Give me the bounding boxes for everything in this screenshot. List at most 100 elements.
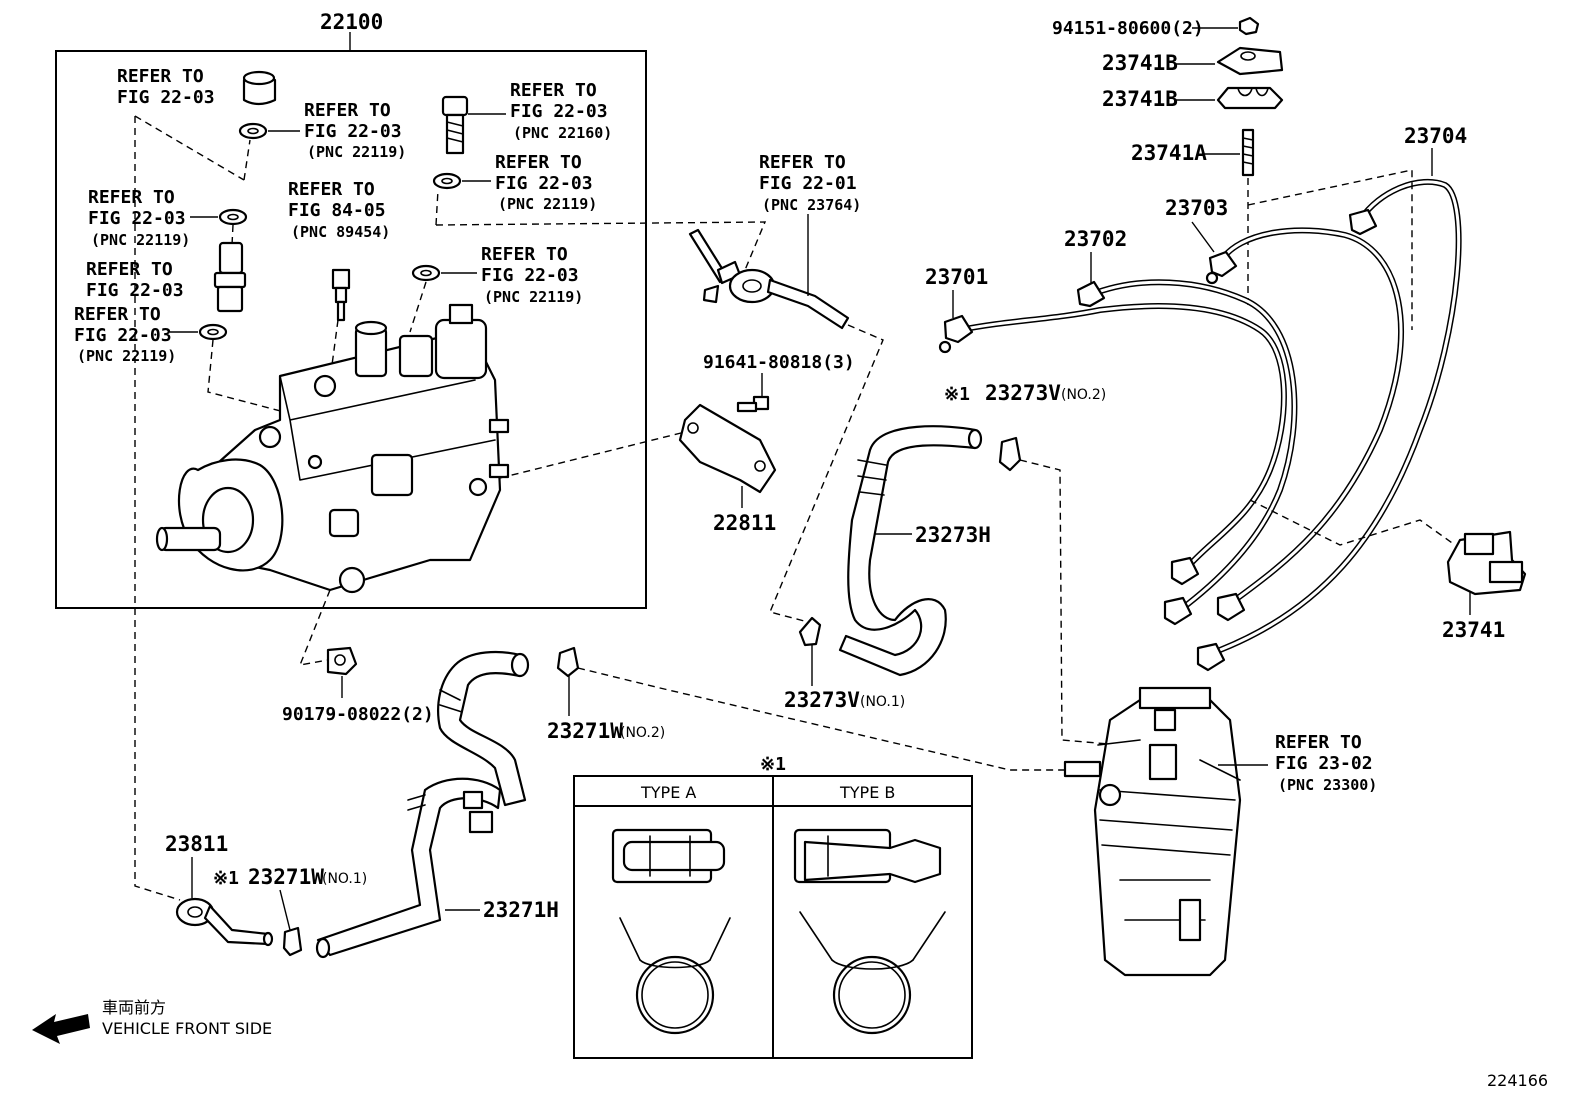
svg-text:※1: ※1 <box>944 384 970 405</box>
svg-text:(NO.2): (NO.2) <box>1061 387 1106 403</box>
refer-note-9: REFER TO FIG 22-03 (PNC 22119) <box>74 304 176 365</box>
part-label-23271w-no1: ※1 23271W (NO.1) <box>213 865 367 889</box>
refer-note-6: REFER TO FIG 22-03 (PNC 22119) <box>88 187 190 249</box>
part-label-23703: 23703 <box>1165 196 1228 220</box>
pump-group-box <box>55 50 647 609</box>
svg-text:(PNC 89454): (PNC 89454) <box>291 223 390 241</box>
svg-text:REFER TO: REFER TO <box>481 244 568 265</box>
hose-clip-23273v-no1-icon <box>798 616 822 647</box>
clip-type-b-icon <box>793 828 946 1035</box>
svg-text:23273V: 23273V <box>985 381 1061 405</box>
bracket-icon <box>678 403 777 494</box>
clip-table-title: ※1 <box>760 754 786 775</box>
part-label-23704: 23704 <box>1404 124 1467 148</box>
hose-clip-23273v-no2-icon <box>998 436 1022 472</box>
svg-text:(NO.2): (NO.2) <box>620 725 665 741</box>
hose-clip-23271w-no1-icon <box>282 926 303 957</box>
valve-icon <box>213 241 247 313</box>
clip-type-b-header: TYPE B <box>839 783 895 802</box>
part-label-90179: 90179-08022(2) <box>282 704 434 725</box>
clip-type-table <box>573 775 973 1059</box>
svg-text:REFER TO: REFER TO <box>117 66 204 87</box>
svg-text:(PNC 23764): (PNC 23764) <box>762 196 861 214</box>
clamp-upper-icon <box>1216 46 1284 76</box>
refer-note-1: REFER TO FIG 22-03 <box>117 66 215 108</box>
svg-text:REFER TO: REFER TO <box>510 80 597 101</box>
part-label-23273v-no1: 23273V (NO.1) <box>784 688 905 712</box>
svg-text:REFER TO: REFER TO <box>1275 732 1362 753</box>
bolt-icon <box>736 395 770 413</box>
clamp-lower-icon <box>1216 86 1284 110</box>
svg-text:REFER TO: REFER TO <box>288 179 375 200</box>
union-bolt-icon <box>441 95 469 155</box>
refer-note-11: REFER TO FIG 23-02 (PNC 23300) <box>1275 732 1377 794</box>
svg-text:FIG 84-05: FIG 84-05 <box>288 200 386 221</box>
overflow-pipe-icon <box>688 228 850 330</box>
hose-clip-23271w-no2-icon <box>556 646 580 678</box>
hose-23271h-icon <box>315 650 530 959</box>
hose-23273h-icon <box>838 425 983 677</box>
part-label-23741B-upper: 23741B <box>1102 51 1178 75</box>
part-label-22811: 22811 <box>713 511 776 535</box>
part-label-23273H: 23273H <box>915 523 991 547</box>
fuel-filter-icon <box>1063 686 1242 977</box>
part-label-23741B-lower: 23741B <box>1102 87 1178 111</box>
pipe-clamp-icon <box>1446 530 1527 596</box>
refer-note-5: REFER TO FIG 84-05 (PNC 89454) <box>288 179 390 241</box>
svg-text:(PNC 22119): (PNC 22119) <box>498 195 597 213</box>
injection-pump-icon <box>155 303 510 594</box>
svg-text:FIG 22-03: FIG 22-03 <box>495 173 593 194</box>
svg-text:(PNC 22119): (PNC 22119) <box>77 347 176 365</box>
part-label-23702: 23702 <box>1064 227 1127 251</box>
svg-text:FIG 22-03: FIG 22-03 <box>304 121 402 142</box>
svg-text:(PNC 22160): (PNC 22160) <box>513 124 612 142</box>
stud-icon <box>1241 128 1255 177</box>
svg-text:FIG 22-01: FIG 22-01 <box>759 173 857 194</box>
svg-text:(NO.1): (NO.1) <box>860 694 905 710</box>
part-label-23271H: 23271H <box>483 898 559 922</box>
part-label-23741: 23741 <box>1442 618 1505 642</box>
figure-number: 224166 <box>1487 1071 1548 1090</box>
svg-text:REFER TO: REFER TO <box>74 304 161 325</box>
clip-type-a-icon <box>611 828 731 1035</box>
svg-text:REFER TO: REFER TO <box>86 259 173 280</box>
svg-text:23271W: 23271W <box>248 865 324 889</box>
svg-text:REFER TO: REFER TO <box>759 152 846 173</box>
banjo-fitting-icon <box>175 897 274 947</box>
nut-icon <box>326 646 358 676</box>
gasket-washer-icon-4 <box>411 264 441 282</box>
part-label-23741A: 23741A <box>1131 141 1207 165</box>
nut-94151-icon <box>1238 16 1260 36</box>
svg-text:(NO.1): (NO.1) <box>322 871 367 887</box>
refer-note-10: REFER TO FIG 22-01 (PNC 23764) <box>759 152 861 214</box>
svg-text:FIG 22-03: FIG 22-03 <box>481 265 579 286</box>
svg-text:FIG 22-03: FIG 22-03 <box>117 87 215 108</box>
clip-type-a-header: TYPE A <box>640 783 696 802</box>
pump-group-label: 22100 <box>320 10 383 34</box>
svg-text:FIG 22-03: FIG 22-03 <box>510 101 608 122</box>
gasket-washer-icon-2 <box>432 172 462 190</box>
cap-nut-icon <box>242 70 277 106</box>
front-direction-arrow-icon <box>32 1014 90 1044</box>
svg-text:23271W: 23271W <box>547 719 623 743</box>
svg-text:REFER TO: REFER TO <box>495 152 582 173</box>
svg-text:※1: ※1 <box>213 868 239 889</box>
part-label-23273v-no2: ※1 23273V (NO.2) <box>944 381 1106 405</box>
svg-text:FIG 22-03: FIG 22-03 <box>74 325 172 346</box>
refer-note-2: REFER TO FIG 22-03 (PNC 22119) <box>304 100 406 161</box>
svg-text:(PNC 22119): (PNC 22119) <box>307 143 406 161</box>
part-label-91641: 91641-80818(3) <box>703 352 855 373</box>
direction-label-en: VEHICLE FRONT SIDE <box>102 1019 272 1038</box>
part-label-23811: 23811 <box>165 832 228 856</box>
part-label-23701: 23701 <box>925 265 988 289</box>
direction-label-jp: 車両前方 <box>102 998 166 1017</box>
gasket-washer-icon-3 <box>218 208 248 226</box>
sensor-icon <box>331 268 351 322</box>
svg-text:(PNC 22119): (PNC 22119) <box>484 288 583 306</box>
svg-text:23273V: 23273V <box>784 688 860 712</box>
part-label-23271w-no2: 23271W (NO.2) <box>547 719 665 743</box>
svg-text:(PNC 22119): (PNC 22119) <box>91 231 190 249</box>
refer-note-4: REFER TO FIG 22-03 (PNC 22119) <box>495 152 597 213</box>
svg-text:REFER TO: REFER TO <box>304 100 391 121</box>
